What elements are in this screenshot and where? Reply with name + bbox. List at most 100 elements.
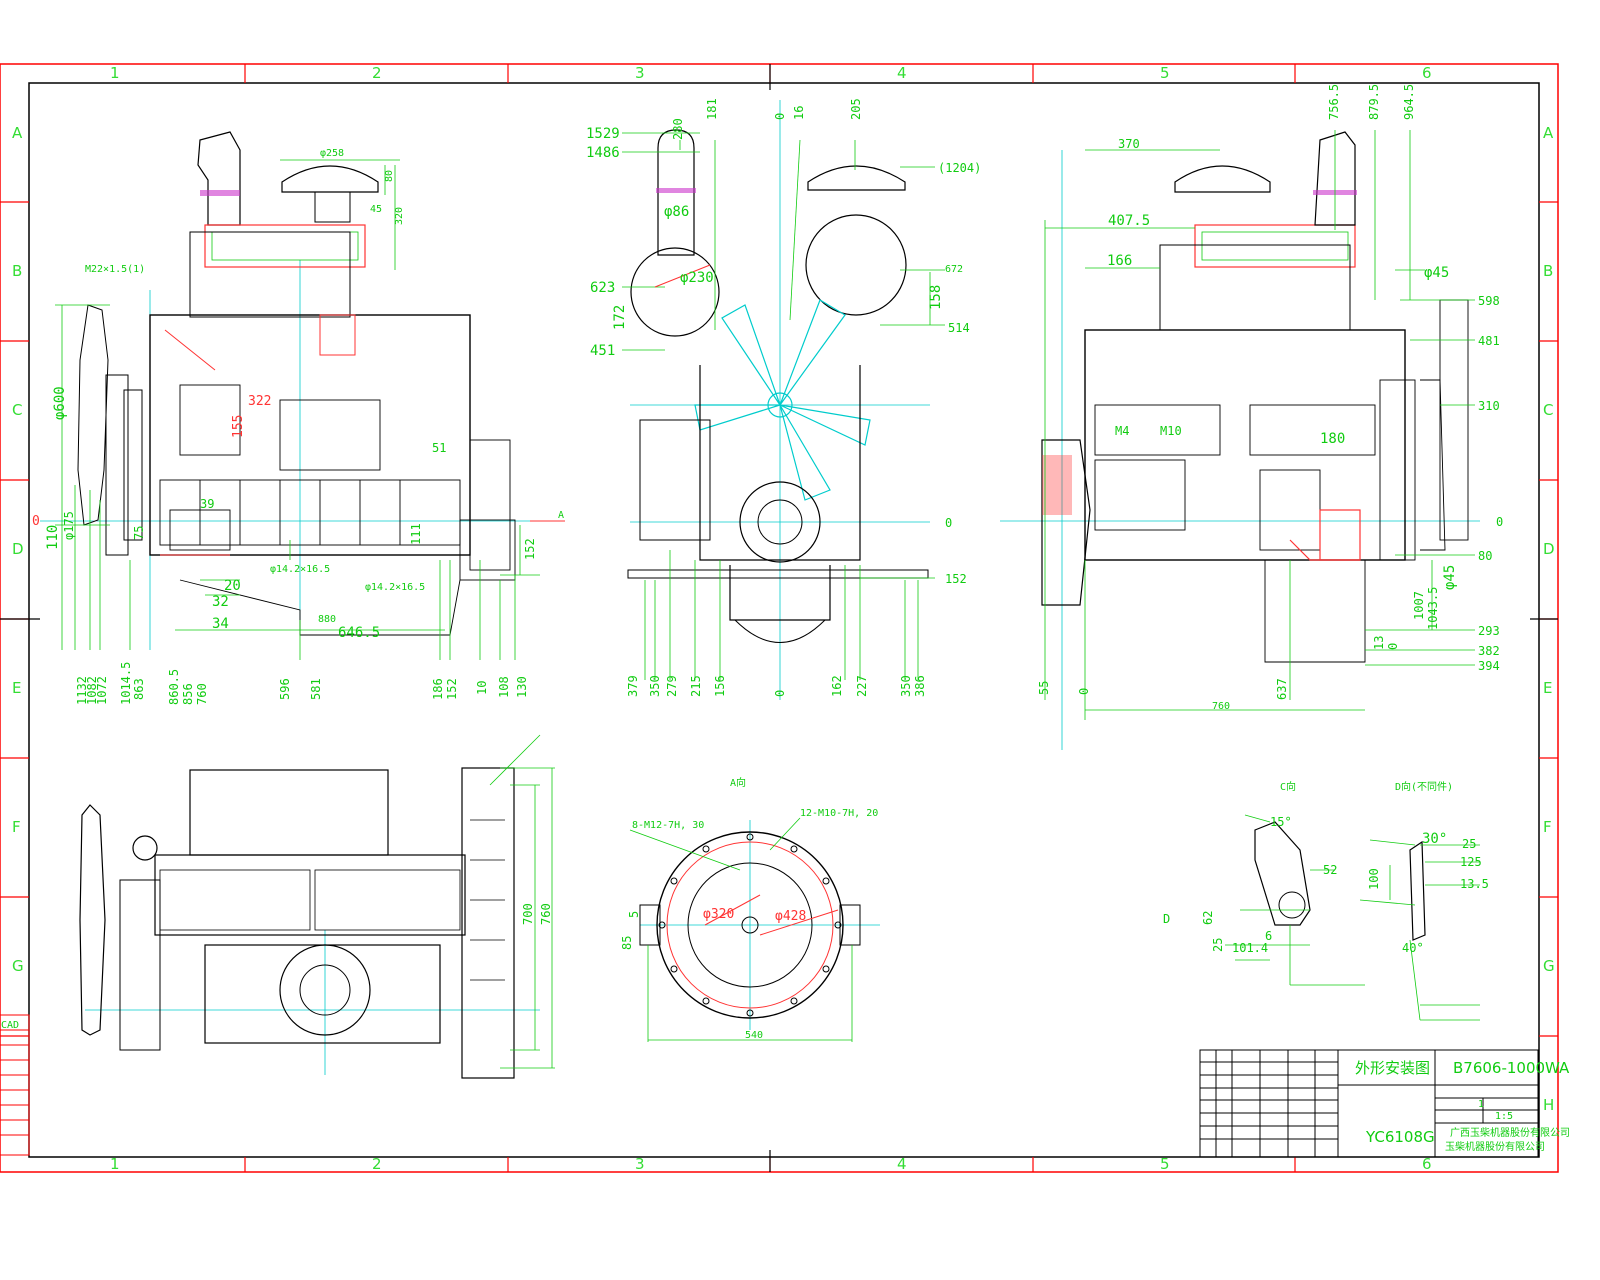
zone-row-g-r: G — [1543, 957, 1555, 975]
tb-company-1: 广西玉柴机器股份有限公司 — [1450, 1126, 1570, 1139]
front-air-filter — [807, 165, 906, 191]
right-dim-166: 166 — [1107, 253, 1132, 269]
right-dim-879-5: 879.5 — [1367, 84, 1381, 120]
right-dim-637: 637 — [1275, 678, 1289, 700]
front-dim-1486: 1486 — [586, 145, 620, 161]
air-filter — [281, 165, 379, 193]
front-dim-514: 514 — [948, 321, 970, 335]
detail-c-15deg: 15° — [1270, 815, 1292, 829]
view-a-dim-5: 5 — [627, 911, 641, 918]
dim-1014-5: 1014.5 — [119, 662, 133, 705]
zone-row-g: G — [12, 957, 24, 975]
view-a-dim-540: 540 — [745, 1030, 763, 1041]
dim-20: 20 — [224, 578, 241, 594]
right-dim-407-5: 407.5 — [1108, 213, 1150, 229]
outer-frame — [0, 63, 1559, 1173]
front-dim-0-right: 0 — [945, 516, 952, 530]
view-a-dim-85: 85 — [620, 936, 634, 950]
detail-d-part — [1409, 840, 1426, 941]
right-label-d45-top: φ45 — [1424, 265, 1449, 281]
front-view: 280 181 0 16 205 1529 1486 623 172 451 φ… — [586, 98, 981, 700]
detail-c-6: 6 — [1265, 929, 1272, 943]
dim-10: 10 — [475, 681, 489, 695]
tb-drawing-title: 外形安装图 — [1355, 1059, 1430, 1077]
zone-col-5b: 5 — [1160, 1155, 1170, 1173]
front-label-d230: φ230 — [680, 270, 714, 286]
dim-1132: 1132 — [75, 676, 89, 705]
zone-row-d-r: D — [1543, 540, 1555, 558]
flywheel-outer — [656, 831, 844, 1019]
zone-col-5: 5 — [1160, 64, 1170, 82]
inner-frame — [28, 82, 1540, 1158]
front-dim-1204: (1204) — [938, 161, 981, 175]
zone-row-labels-right: A B C D E F G H — [1543, 124, 1555, 1114]
right-dim-1043-5: 1043.5 — [1426, 587, 1440, 630]
dim-110: 110 — [45, 525, 61, 550]
zone-dividers — [0, 64, 1558, 1172]
right-dim-394: 394 — [1478, 659, 1500, 673]
dim-856: 856 — [181, 683, 195, 705]
front-dim-623: 623 — [590, 280, 615, 296]
front-block — [699, 365, 861, 561]
right-exhaust — [1314, 131, 1356, 226]
top-fan — [79, 804, 106, 1036]
detail-c-title: C向 — [1280, 780, 1296, 793]
front-dim-162: 162 — [830, 675, 844, 697]
front-dim-279: 279 — [665, 675, 679, 697]
top-view: 700 760 — [79, 734, 555, 1079]
right-label-d45-bottom: φ45 — [1442, 565, 1458, 590]
top-block — [154, 854, 466, 936]
right-dim-0: 0 — [1496, 515, 1503, 529]
detail-d-title: D向(不同件) — [1395, 780, 1453, 793]
dim-646-5: 646.5 — [338, 625, 380, 641]
dim-108: 108 — [497, 676, 511, 698]
detail-c-52: 52 — [1323, 863, 1337, 877]
front-turbo — [630, 247, 720, 337]
left-side-view: φ600 0 110 φ175 75 φ258 80 45 320 M22×1.… — [32, 131, 565, 705]
zone-col-6b: 6 — [1422, 1155, 1432, 1173]
zone-row-c: C — [12, 401, 22, 419]
zone-row-f: F — [12, 818, 21, 836]
front-exhaust — [657, 129, 695, 256]
zone-row-a-r: A — [1543, 124, 1554, 142]
front-dim-205: 205 — [849, 98, 863, 120]
detail-c-25: 25 — [1211, 938, 1225, 952]
tb-company-2: 玉柴机器股份有限公司 — [1445, 1140, 1545, 1153]
dim-155: 155 — [231, 415, 246, 438]
front-dim-1529: 1529 — [586, 126, 620, 142]
dim-596: 596 — [278, 678, 292, 700]
tb-qty: 1 — [1478, 1099, 1484, 1110]
right-dim-0-bottom: 0 — [1077, 688, 1091, 695]
fan-blade-left — [77, 304, 109, 526]
right-dim-760: 760 — [1212, 701, 1230, 712]
dim-186: 186 — [431, 678, 445, 700]
label-m22: M22×1.5(1) — [85, 264, 145, 275]
front-dim-16: 16 — [792, 106, 806, 120]
front-dim-350a: 350 — [648, 675, 662, 697]
front-label-d86: φ86 — [664, 204, 689, 220]
right-label-m10: M10 — [1160, 424, 1182, 438]
dim-880: 880 — [318, 614, 336, 625]
zone-row-a: A — [12, 124, 23, 142]
zone-col-2: 2 — [372, 64, 382, 82]
dim-760-left: 760 — [195, 683, 209, 705]
front-dim-280: 280 — [671, 118, 685, 140]
view-a-bolt-2: 12-M10-7H, 20 — [800, 808, 878, 819]
detail-c-101-4: 101.4 — [1232, 941, 1268, 955]
view-a-d320: φ320 — [703, 907, 734, 922]
cad-label: CAD — [1, 1020, 19, 1031]
right-side-view: 756.5 879.5 964.5 370 407.5 166 M4 M10 1… — [1000, 84, 1503, 750]
dim-51: 51 — [432, 441, 446, 455]
zone-row-c-r: C — [1543, 401, 1553, 419]
zone-row-d: D — [12, 540, 24, 558]
detail-d: D向(不同件) 30° 25 125 13.5 100 40° — [1359, 780, 1489, 1021]
zone-row-b-r: B — [1543, 262, 1553, 280]
right-dim-55: 55 — [1037, 681, 1051, 695]
detail-c: C向 15° 52 62 25 6 101.4 D — [1163, 780, 1365, 986]
label-hose-2: φ14.2×16.5 — [365, 582, 425, 593]
tb-model: YC6108G — [1365, 1128, 1435, 1146]
right-dim-80: 80 — [1478, 549, 1492, 563]
detail-c-d: D — [1163, 912, 1170, 926]
exhaust-pipe — [197, 131, 241, 226]
front-dim-158: 158 — [928, 285, 944, 310]
